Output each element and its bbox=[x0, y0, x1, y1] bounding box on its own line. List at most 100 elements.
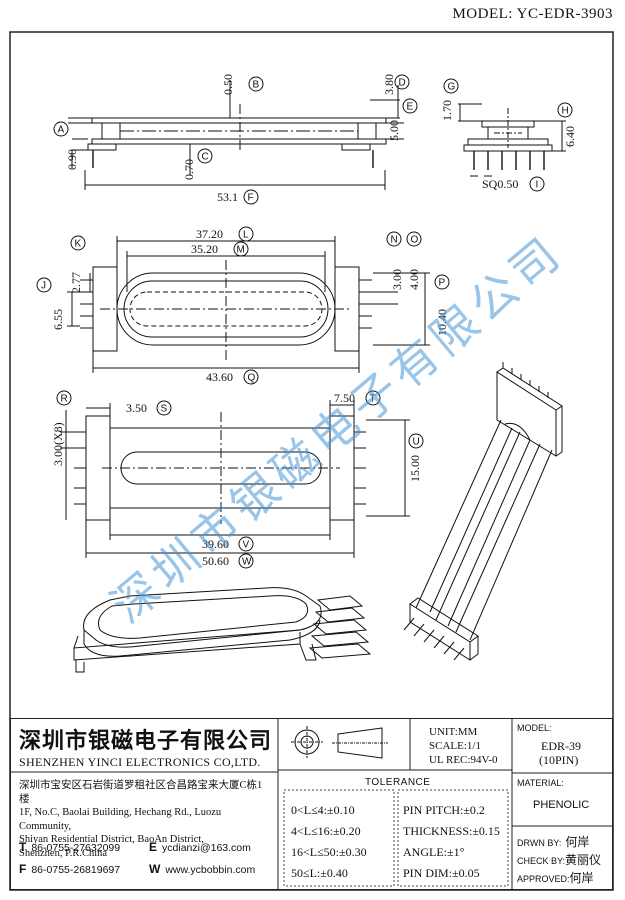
drawn-by-row: DRWN BY: 何岸 bbox=[517, 835, 590, 849]
dim-640: 6.40 bbox=[563, 126, 577, 147]
angle-tol: ANGLE:±1° bbox=[403, 845, 465, 859]
tag-f: F bbox=[248, 193, 254, 204]
side-view bbox=[68, 80, 404, 190]
tag-g: G bbox=[448, 82, 456, 93]
tag-v: V bbox=[243, 540, 250, 551]
company-name-en: SHENZHEN YINCI ELECTRONICS CO,LTD. bbox=[19, 755, 261, 769]
side-top-flange bbox=[91, 117, 387, 124]
tag-d: D bbox=[399, 78, 406, 89]
tag-a: A bbox=[58, 125, 65, 136]
address-cn: 深圳市宝安区石岩街道罗租社区合昌路宝来大厦C栋1楼 bbox=[19, 780, 263, 805]
dim-1040: 10.40 bbox=[435, 309, 449, 336]
approved-row: APPROVED:何岸 bbox=[517, 871, 594, 885]
tag-q: Q bbox=[248, 373, 256, 384]
dim-300x8: 3.00(X8) bbox=[51, 422, 65, 466]
tag-w: W bbox=[242, 557, 252, 568]
tag-e: E bbox=[407, 102, 414, 113]
company-name-cn: 深圳市银磁电子有限公司 bbox=[19, 729, 273, 754]
scale: SCALE:1/1 bbox=[429, 740, 481, 752]
email-address[interactable]: ycdianzi@163.com bbox=[162, 842, 251, 854]
tolerance-4: 50≤L:±0.40 bbox=[291, 866, 348, 880]
dim-400: 4.00 bbox=[407, 269, 421, 290]
check-by-row: CHECK BY:黄丽仪 bbox=[517, 853, 602, 867]
tag-n: N bbox=[391, 235, 398, 246]
dim-350: 3.50 bbox=[126, 401, 147, 415]
tag-l: L bbox=[243, 230, 249, 241]
tel-number: 86-0755-27632099 bbox=[31, 842, 121, 854]
tag-u: U bbox=[413, 437, 420, 448]
tag-h: H bbox=[562, 106, 569, 117]
isometric-view-standing bbox=[403, 362, 563, 661]
tag-k: K bbox=[75, 239, 82, 250]
isometric-view-horizontal bbox=[73, 587, 372, 673]
tag-s: S bbox=[161, 404, 168, 415]
tag-p: P bbox=[439, 278, 446, 289]
dim-750: 7.50 bbox=[334, 391, 355, 405]
projection-symbol bbox=[290, 725, 388, 759]
dim-4360: 43.60 bbox=[206, 370, 233, 384]
drawn-by-value: 何岸 bbox=[565, 835, 590, 849]
dim-277: 2.77 bbox=[69, 272, 83, 293]
dim-5060: 50.60 bbox=[202, 554, 229, 568]
unit: UNIT:MM bbox=[429, 726, 478, 738]
address-en-3: Shenzhen, P.R.China bbox=[19, 847, 108, 859]
dim-170: 1.70 bbox=[440, 100, 454, 121]
thickness-tol: THICKNESS:±0.15 bbox=[403, 824, 500, 838]
company-address: 深圳市宝安区石岩街道罗租社区合昌路宝来大厦C栋1楼 1F, No.C, Baol… bbox=[19, 779, 269, 860]
tag-c: C bbox=[202, 152, 209, 163]
pin-pitch-tol: PIN PITCH:±0.2 bbox=[403, 803, 485, 817]
title-block-grid bbox=[9, 717, 613, 890]
side-bottom-flange bbox=[91, 138, 387, 145]
check-by-value: 黄丽仪 bbox=[565, 853, 602, 867]
tag-i: I bbox=[536, 180, 539, 191]
address-en-2: Shiyan Residential District, BaoAn Distr… bbox=[19, 834, 204, 845]
tolerance-1: 0<L≤4:±0.10 bbox=[291, 803, 355, 817]
model-pins: (10PIN) bbox=[539, 753, 579, 767]
tolerance-2: 4<L≤16:±0.20 bbox=[291, 824, 361, 838]
bottom-view bbox=[60, 400, 410, 558]
dim-sq050: SQ0.50 bbox=[482, 177, 518, 191]
drawing-frame bbox=[9, 31, 614, 891]
dim-3720: 37.20 bbox=[196, 227, 223, 241]
material-label: MATERIAL: bbox=[517, 778, 564, 788]
tolerance-title: TOLERANCE bbox=[365, 777, 431, 788]
tag-m: M bbox=[237, 245, 245, 256]
dim-500: 5.00 bbox=[387, 120, 401, 141]
dim-300: 3.00 bbox=[390, 269, 404, 290]
model-title: MODEL: YC-EDR-3903 bbox=[452, 6, 613, 22]
unit-info: UNIT:MM SCALE:1/1 UL REC:94V-0 bbox=[429, 725, 498, 767]
tag-j: J bbox=[41, 281, 46, 292]
dim-3520: 35.20 bbox=[191, 242, 218, 256]
top-view bbox=[67, 236, 430, 373]
tag-b: B bbox=[253, 80, 260, 91]
model-value: EDR-39 bbox=[541, 739, 581, 753]
pin-dim-tol: PIN DIM:±0.05 bbox=[403, 866, 480, 880]
dim-3960: 39.60 bbox=[202, 537, 229, 551]
dim-655: 6.55 bbox=[51, 309, 65, 330]
dim-1500: 15.00 bbox=[408, 455, 422, 482]
tag-r: R bbox=[61, 394, 68, 405]
ul-rec: UL REC:94V-0 bbox=[429, 754, 498, 766]
dim-050: 0.50 bbox=[221, 74, 235, 95]
approved-value: 何岸 bbox=[569, 871, 594, 885]
end-view bbox=[458, 103, 566, 177]
tag-o: O bbox=[411, 235, 419, 246]
material-value: PHENOLIC bbox=[533, 799, 590, 811]
title-block: 深圳市银磁电子有限公司 SHENZHEN YINCI ELECTRONICS C… bbox=[9, 717, 613, 890]
fax-number: 86-0755-26819697 bbox=[31, 864, 121, 876]
tag-t: T bbox=[370, 394, 376, 405]
model-label: MODEL: bbox=[517, 723, 552, 733]
dim-380: 3.80 bbox=[382, 74, 396, 95]
dim-070: 0.70 bbox=[182, 159, 196, 180]
tolerance-3: 16<L≤50:±0.30 bbox=[291, 845, 367, 859]
address-en-1: 1F, No.C, Baolai Building, Hechang Rd., … bbox=[19, 807, 222, 832]
website[interactable]: www.ycbobbin.com bbox=[165, 864, 256, 876]
dim-531: 53.1 bbox=[217, 190, 238, 204]
dim-090: 0.90 bbox=[65, 149, 79, 170]
